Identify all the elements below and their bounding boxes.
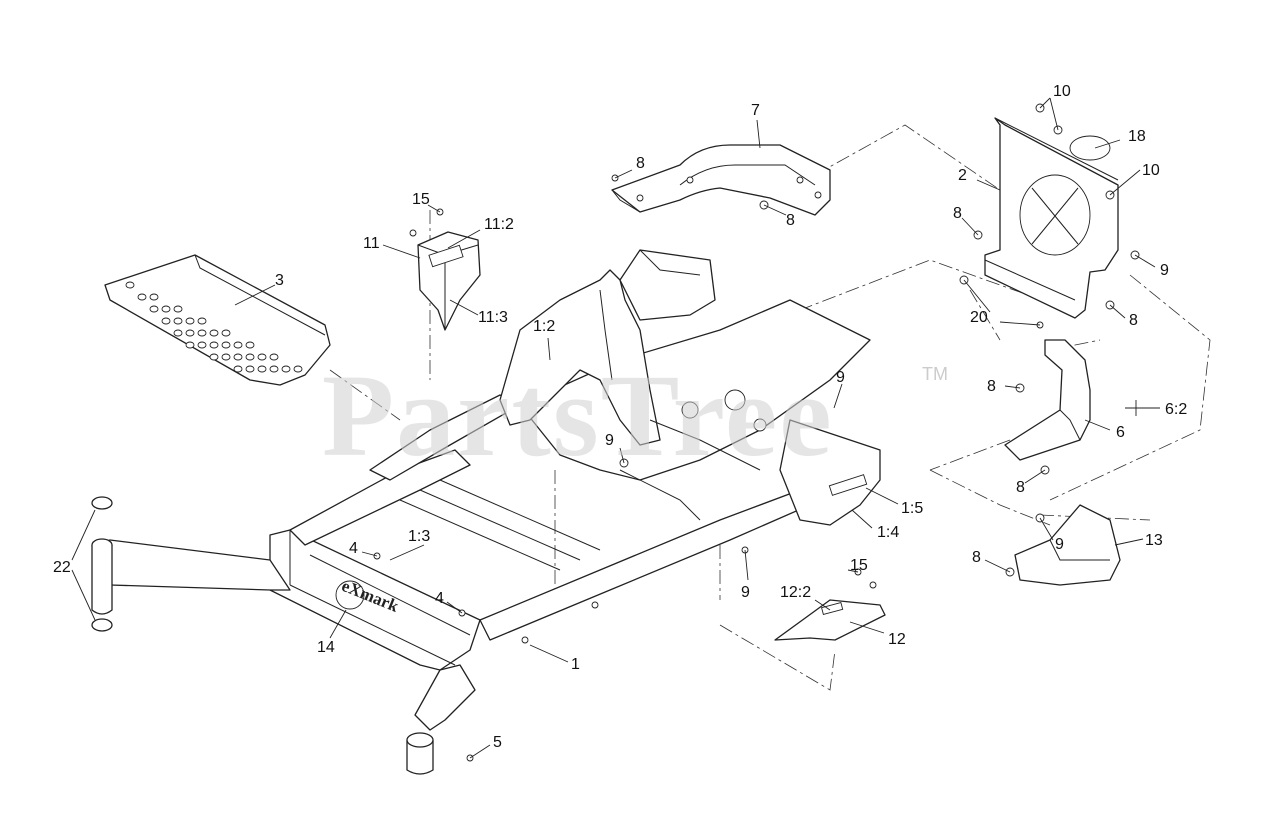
callout-8: 8 — [636, 155, 645, 172]
perforation-hole — [185, 341, 195, 349]
callout-4: 4 — [435, 590, 444, 607]
callout-14: 14 — [317, 639, 335, 656]
callout-8: 8 — [972, 549, 981, 566]
callout-5: 5 — [493, 734, 502, 751]
perforation-hole — [269, 353, 279, 361]
callout-1-3: 1:3 — [408, 528, 430, 545]
callout-9: 9 — [836, 369, 845, 386]
perforation-hole — [233, 341, 243, 349]
callout-8: 8 — [953, 205, 962, 222]
callout-10: 10 — [1142, 162, 1160, 179]
perforation-hole — [149, 305, 159, 313]
perforation-hole — [161, 317, 171, 325]
perforation-hole — [125, 281, 135, 289]
callout-8: 8 — [1016, 479, 1025, 496]
perforation-hole — [257, 353, 267, 361]
callout-8: 8 — [786, 212, 795, 229]
perforation-hole — [209, 341, 219, 349]
perforation-hole — [149, 293, 159, 301]
perforation-hole — [197, 341, 207, 349]
perforation-hole — [185, 329, 195, 337]
callout-20: 20 — [970, 309, 988, 326]
perforation-hole — [245, 353, 255, 361]
front-caster-arm — [91, 538, 291, 615]
perforation-hole — [173, 305, 183, 313]
perforation-hole — [221, 341, 231, 349]
part-1-main-frame — [269, 249, 881, 671]
callout-1-4: 1:4 — [877, 524, 899, 541]
watermark: PartsTree TM — [322, 350, 948, 481]
callout-1-2: 1:2 — [533, 318, 555, 335]
perforation-hole — [233, 365, 243, 373]
callout-9: 9 — [605, 432, 614, 449]
perforation-hole — [137, 293, 147, 301]
callout-15: 15 — [412, 191, 430, 208]
callout-8: 8 — [987, 378, 996, 395]
callout-6: 6 — [1116, 424, 1125, 441]
callout-11: 11 — [363, 235, 380, 252]
callout-2: 2 — [958, 167, 967, 184]
part-6-bracket — [1004, 339, 1091, 461]
callout-3: 3 — [275, 272, 284, 289]
part-3-floor-plate — [104, 254, 331, 386]
perforation-hole — [233, 353, 243, 361]
callout-11-2: 11:2 — [484, 216, 514, 233]
callout-4: 4 — [349, 540, 358, 557]
callout-8: 8 — [1129, 312, 1138, 329]
perforation-hole — [221, 329, 231, 337]
perforation-hole — [173, 329, 183, 337]
callout-18: 18 — [1128, 128, 1146, 145]
watermark-trademark: TM — [922, 364, 948, 384]
callout-9: 9 — [741, 584, 750, 601]
perforation-hole — [257, 365, 267, 373]
part-7-bracket — [611, 144, 831, 216]
callout-12-2: 12:2 — [780, 584, 811, 601]
callout-13: 13 — [1145, 532, 1163, 549]
perforation-hole — [245, 365, 255, 373]
perforation-hole — [293, 365, 303, 373]
callout-9: 9 — [1160, 262, 1169, 279]
perforation-hole — [209, 329, 219, 337]
callout-10: 10 — [1053, 83, 1071, 100]
callout-6-2: 6:2 — [1165, 401, 1187, 418]
callout-15: 15 — [850, 557, 868, 574]
part-2-plate — [984, 117, 1119, 319]
perforation-hole — [197, 317, 207, 325]
perforation-hole — [245, 341, 255, 349]
perforation-hole — [221, 353, 231, 361]
perforation-hole — [281, 365, 291, 373]
leader-lines — [71, 97, 1160, 759]
perforation-hole — [185, 317, 195, 325]
part-11-shroud — [417, 231, 481, 331]
perforation-hole — [161, 305, 171, 313]
callout-7: 7 — [751, 102, 760, 119]
callout-11-3: 11:3 — [478, 309, 508, 326]
floor-plate-perforations — [125, 281, 303, 373]
perforation-hole — [209, 353, 219, 361]
callout-9: 9 — [1055, 536, 1064, 553]
callout-1-5: 1:5 — [901, 500, 923, 517]
perforation-hole — [269, 365, 279, 373]
part-5-front-spindle — [406, 664, 476, 775]
part-22-bushings — [91, 496, 113, 632]
part-13-foot-bracket — [1014, 504, 1121, 586]
perforation-hole — [197, 329, 207, 337]
watermark-text: PartsTree — [322, 350, 834, 481]
callout-12: 12 — [888, 631, 906, 648]
callout-22: 22 — [53, 559, 71, 576]
part-12-plate — [774, 599, 886, 641]
callout-labels: 10 18 10 2 7 8 8 8 9 20 8 15 11:2 11 3 1… — [53, 83, 1187, 751]
callout-1: 1 — [571, 656, 580, 673]
perforation-hole — [173, 317, 183, 325]
